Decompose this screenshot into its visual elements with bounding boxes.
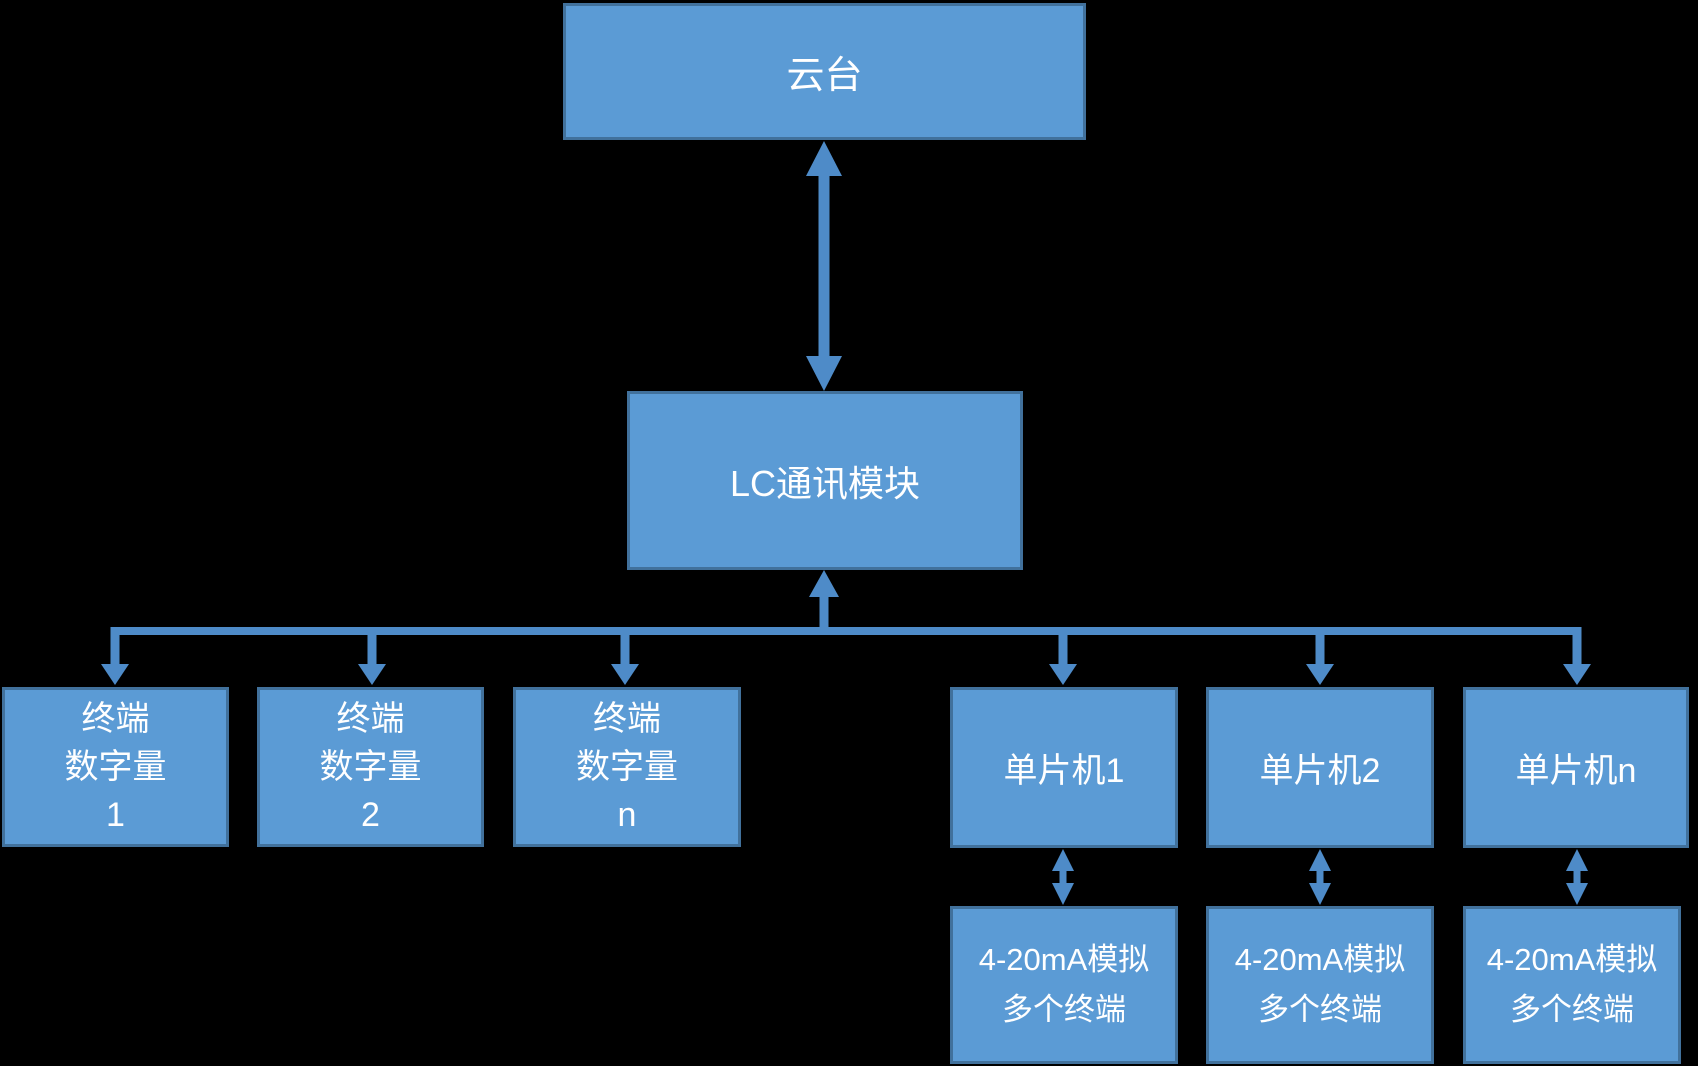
node-cloud-platform-label: 云台 bbox=[786, 55, 863, 97]
node-label-line: 多个终端 bbox=[1510, 992, 1634, 1027]
drop-arrow-terminal-1 bbox=[101, 627, 129, 685]
node-mcu-n: 单片机n bbox=[1463, 687, 1689, 848]
node-mcu-2: 单片机2 bbox=[1206, 687, 1434, 848]
node-mcu-2-label: 单片机2 bbox=[1259, 752, 1381, 790]
node-label-line: 终端 bbox=[81, 700, 150, 738]
node-mcu-1: 单片机1 bbox=[950, 687, 1178, 848]
node-lc-comm-module-label: LC通讯模块 bbox=[729, 462, 921, 504]
node-label-line: 4-20mA模拟 bbox=[1234, 942, 1406, 977]
drop-arrow-mcu-1 bbox=[1049, 627, 1077, 685]
node-label-line: n bbox=[617, 796, 637, 834]
node-terminal-digital-n: 终端 数字量 n bbox=[513, 687, 741, 847]
node-label-line: 数字量 bbox=[64, 748, 167, 786]
node-label-line: 多个终端 bbox=[1002, 992, 1126, 1027]
drop-arrow-terminal-n bbox=[611, 627, 639, 685]
node-label-line: 终端 bbox=[593, 700, 661, 738]
drop-arrow-terminal-2 bbox=[358, 627, 386, 685]
node-analog-terminals-2: 4-20mA模拟 多个终端 bbox=[1206, 906, 1434, 1064]
drop-arrow-mcu-n bbox=[1563, 627, 1591, 685]
node-terminal-digital-2: 终端 数字量 2 bbox=[257, 687, 484, 847]
double-arrow-mcu2-analog2 bbox=[1309, 849, 1331, 905]
node-mcu-n-label: 单片机n bbox=[1515, 752, 1637, 790]
node-cloud-platform: 云台 bbox=[563, 3, 1086, 140]
node-mcu-1-label: 单片机1 bbox=[1003, 752, 1125, 790]
node-label-line: 多个终端 bbox=[1258, 992, 1382, 1027]
drop-arrow-mcu-2 bbox=[1306, 627, 1334, 685]
node-lc-comm-module: LC通讯模块 bbox=[627, 391, 1023, 570]
node-label-line: 2 bbox=[361, 796, 380, 834]
node-label-line: 4-20mA模拟 bbox=[978, 942, 1150, 977]
node-analog-terminals-n: 4-20mA模拟 多个终端 bbox=[1463, 906, 1681, 1064]
node-label-line: 4-20mA模拟 bbox=[1486, 942, 1658, 977]
node-terminal-digital-1: 终端 数字量 1 bbox=[2, 687, 229, 847]
double-arrow-cloud-lc bbox=[806, 141, 842, 391]
double-arrow-mcun-analogn bbox=[1566, 849, 1588, 905]
arrow-bus-to-lc bbox=[809, 570, 839, 635]
node-label-line: 数字量 bbox=[576, 748, 678, 786]
node-label-line: 1 bbox=[106, 796, 125, 834]
node-label-line: 终端 bbox=[336, 700, 405, 738]
node-label-line: 数字量 bbox=[319, 748, 422, 786]
double-arrow-mcu1-analog1 bbox=[1052, 849, 1074, 905]
node-analog-terminals-1: 4-20mA模拟 多个终端 bbox=[950, 906, 1178, 1064]
